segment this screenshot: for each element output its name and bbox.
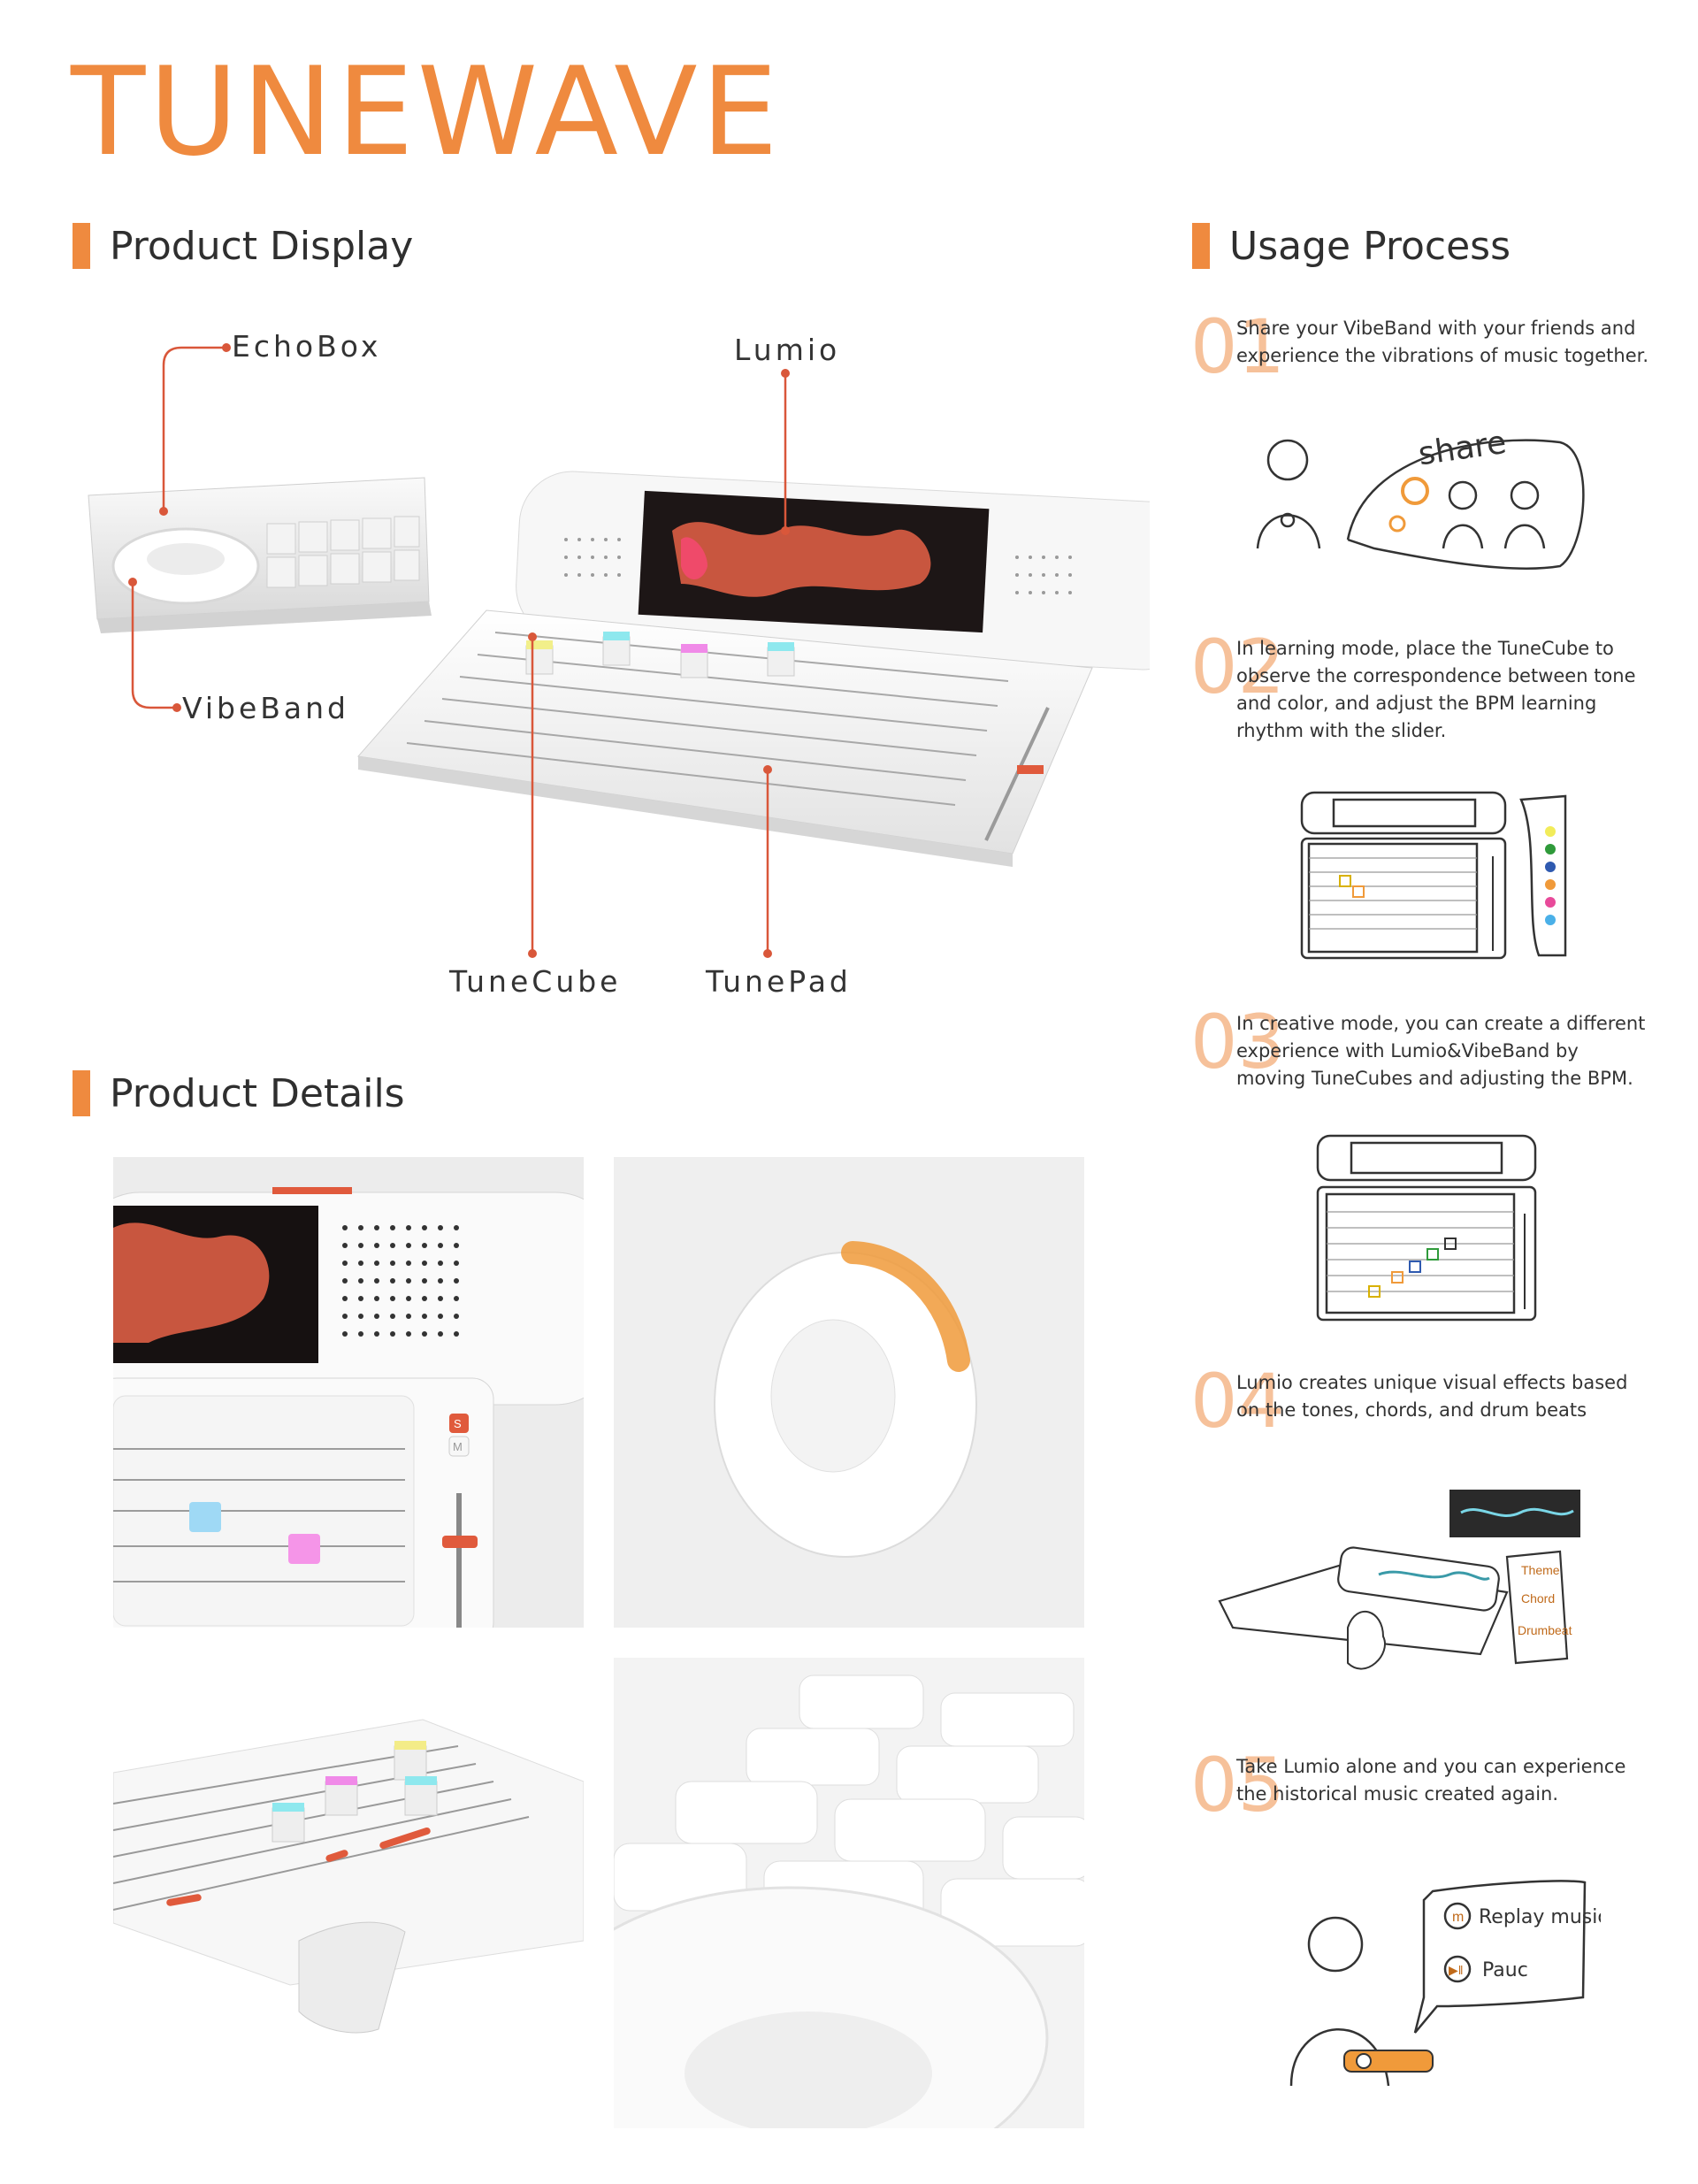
share-word: share	[1416, 425, 1509, 472]
sketch-share: share	[1256, 425, 1585, 570]
slider-m-label: M	[453, 1440, 463, 1453]
callout-tunecube: TuneCube	[449, 964, 622, 999]
section-marker	[73, 1070, 90, 1116]
product-display-illustration	[88, 343, 1150, 958]
step-number: 03	[1190, 999, 1285, 1085]
step-4: 04 Lumio creates unique visual effects b…	[1190, 1364, 1650, 1444]
slider-s-label: S	[454, 1417, 462, 1430]
step-text: Take Lumio alone and you can experience …	[1236, 1756, 1626, 1805]
step-5: 05 Take Lumio alone and you can experien…	[1190, 1748, 1650, 1828]
section-marker	[73, 223, 90, 269]
replay-music-label: Replay music	[1479, 1906, 1601, 1928]
callout-echobox: EchoBox	[232, 329, 382, 364]
callout-lumio: Lumio	[734, 333, 841, 367]
sketch-visual-effects: Theme Chord Drumbeat	[1218, 1490, 1580, 1670]
drumbeat-label: Drumbeat	[1518, 1623, 1572, 1637]
callout-tunepad: TunePad	[706, 964, 852, 999]
section-marker	[1192, 223, 1210, 269]
section-title: Product Display	[110, 223, 414, 269]
step-2: 02 In learning mode, place the TuneCube …	[1190, 630, 1650, 745]
section-product-details: Product Details	[73, 1070, 405, 1116]
step-text: Share your VibeBand with your friends an…	[1236, 318, 1648, 366]
callout-vibeband: VibeBand	[182, 691, 349, 725]
sketch-creative-mode	[1316, 1134, 1537, 1322]
section-title: Product Details	[110, 1070, 405, 1116]
step-3: 03 In creative mode, you can create a di…	[1190, 1005, 1650, 1093]
pause-label: Pauc	[1482, 1959, 1528, 1981]
step-text: Lumio creates unique visual effects base…	[1236, 1372, 1628, 1421]
tunepad-device	[357, 609, 1093, 867]
detail-photo-tunecubes	[113, 1658, 584, 2128]
replay-icon: m	[1452, 1910, 1464, 1925]
pause-icon: ▶‖	[1449, 1963, 1464, 1977]
detail-photo-echobox	[614, 1658, 1084, 2128]
theme-label: Theme	[1521, 1563, 1560, 1577]
sketch-learning-mode	[1300, 791, 1567, 960]
step-number: 02	[1190, 624, 1285, 710]
lumio-device	[516, 471, 1150, 671]
detail-photo-vibeband	[614, 1157, 1084, 1628]
brand-title: TUNEWAVE	[71, 41, 782, 183]
step-1: 01 Share your VibeBand with your friends…	[1190, 310, 1650, 389]
section-title: Usage Process	[1229, 223, 1511, 269]
step-text: In learning mode, place the TuneCube to …	[1236, 638, 1636, 741]
step-text: In creative mode, you can create a diffe…	[1236, 1013, 1646, 1089]
sketch-replay: m ▶‖ Replay music Pauc	[1289, 1880, 1601, 2087]
step-number: 05	[1190, 1742, 1285, 1828]
section-product-display: Product Display	[73, 223, 413, 269]
detail-photo-lumio-tunepad: S M	[113, 1157, 584, 1628]
chord-label: Chord	[1521, 1591, 1555, 1605]
section-usage-process: Usage Process	[1192, 223, 1511, 269]
step-number: 04	[1190, 1358, 1285, 1445]
step-number: 01	[1190, 303, 1285, 390]
echobox-tray	[88, 477, 432, 633]
